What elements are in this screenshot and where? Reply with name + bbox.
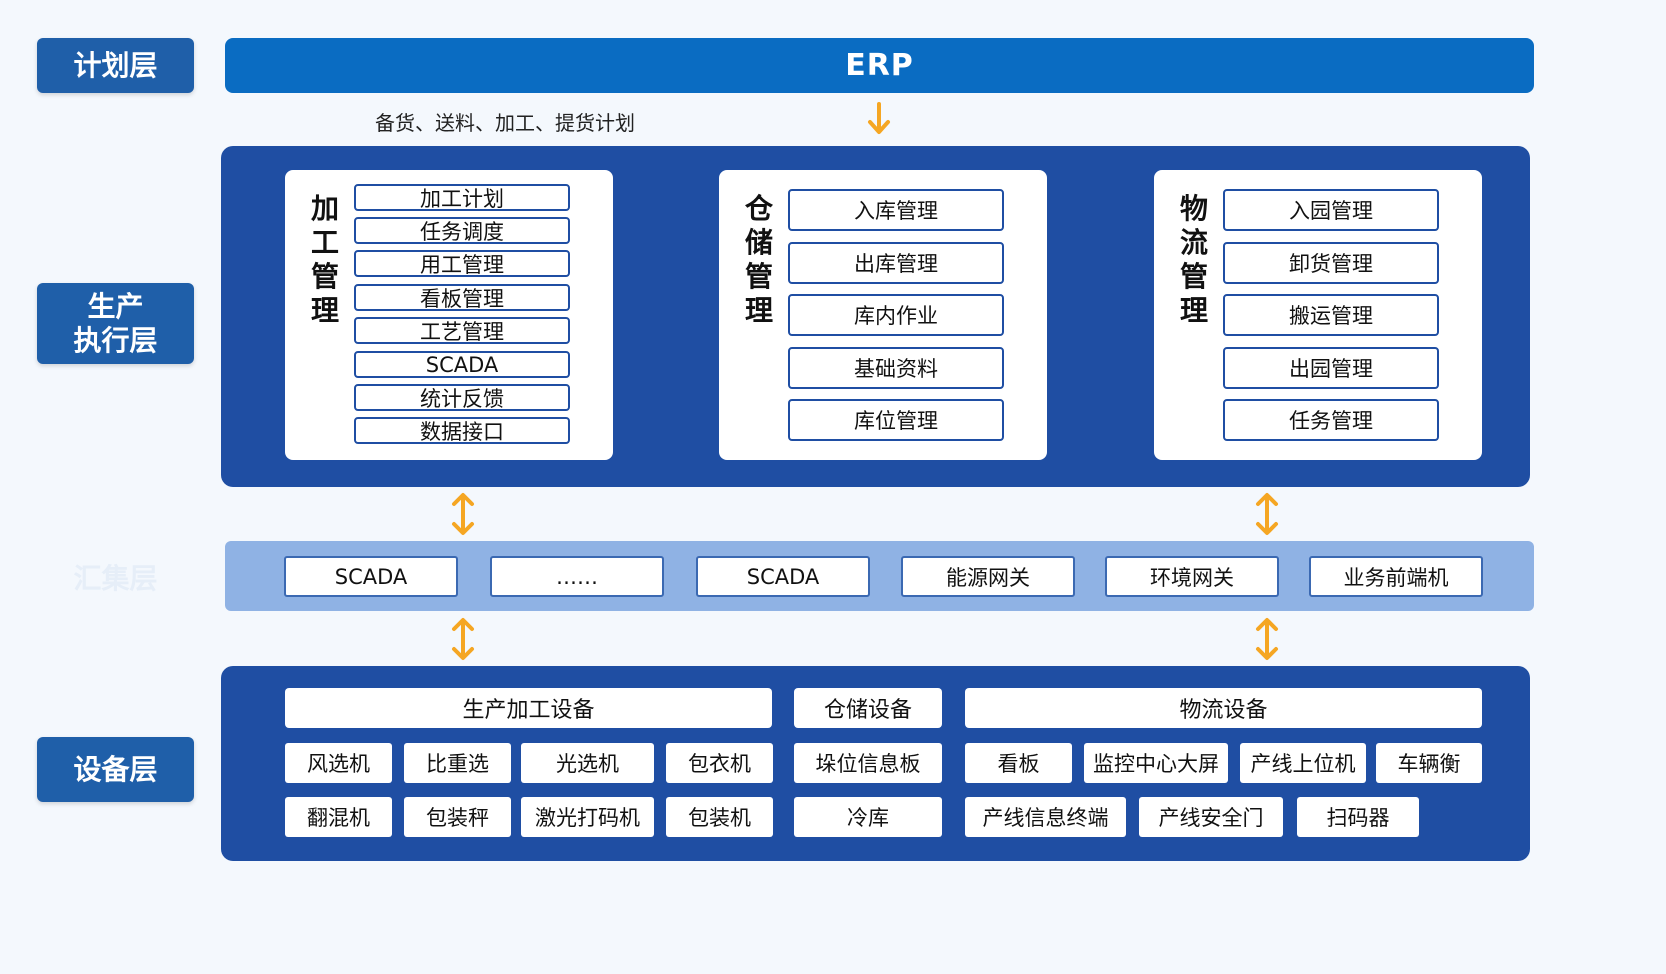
device-item[interactable]: 比重选 <box>404 743 511 783</box>
collect-item[interactable]: SCADA <box>284 556 458 597</box>
device-item[interactable]: 监控中心大屏 <box>1084 743 1228 783</box>
module-item[interactable]: 工艺管理 <box>354 317 570 344</box>
collect-item[interactable]: SCADA <box>696 556 870 597</box>
module-item[interactable]: SCADA <box>354 351 570 378</box>
module-title: 物流管理 <box>1179 192 1208 327</box>
arrow-down-icon <box>867 102 891 136</box>
module-item[interactable]: 入园管理 <box>1223 189 1439 231</box>
module-processing: 加工管理 加工计划 任务调度 用工管理 看板管理 工艺管理 SCADA 统计反馈… <box>285 170 613 460</box>
module-item[interactable]: 基础资料 <box>788 347 1004 389</box>
device-item[interactable]: 包衣机 <box>666 743 773 783</box>
collect-panel: SCADA …… SCADA 能源网关 环境网关 业务前端机 <box>225 541 1534 611</box>
device-item[interactable]: 产线安全门 <box>1139 797 1283 837</box>
module-item[interactable]: 库内作业 <box>788 294 1004 336</box>
module-item[interactable]: 用工管理 <box>354 250 570 277</box>
device-layer-label: 设备层 <box>37 737 194 802</box>
plan-note: 备货、送料、加工、提货计划 <box>375 111 635 135</box>
device-item[interactable]: 光选机 <box>521 743 654 783</box>
erp-bar: ERP <box>225 38 1534 93</box>
module-item[interactable]: 数据接口 <box>354 417 570 444</box>
collect-item[interactable]: 环境网关 <box>1105 556 1279 597</box>
device-item[interactable]: 车辆衡 <box>1376 743 1482 783</box>
device-group-header: 生产加工设备 <box>285 688 772 728</box>
device-group-header: 物流设备 <box>965 688 1482 728</box>
module-item[interactable]: 出园管理 <box>1223 347 1439 389</box>
module-title: 加工管理 <box>310 192 339 327</box>
device-item[interactable]: 包装机 <box>666 797 773 837</box>
module-item[interactable]: 统计反馈 <box>354 384 570 411</box>
exec-layer-label: 生产 执行层 <box>37 283 194 364</box>
device-item[interactable]: 产线信息终端 <box>965 797 1126 837</box>
device-item[interactable]: 激光打码机 <box>521 797 654 837</box>
collect-item[interactable]: 业务前端机 <box>1309 556 1483 597</box>
device-group-header: 仓储设备 <box>794 688 942 728</box>
plan-layer-label: 计划层 <box>37 38 194 93</box>
module-title: 仓储管理 <box>744 192 773 327</box>
module-item[interactable]: 任务调度 <box>354 217 570 244</box>
collect-item[interactable]: 能源网关 <box>901 556 1075 597</box>
device-item[interactable]: 看板 <box>965 743 1072 783</box>
double-arrow-icon <box>450 617 476 661</box>
device-item[interactable]: 产线上位机 <box>1240 743 1366 783</box>
device-item[interactable]: 扫码器 <box>1297 797 1419 837</box>
module-logistics: 物流管理 入园管理 卸货管理 搬运管理 出园管理 任务管理 <box>1154 170 1482 460</box>
device-item[interactable]: 包装秤 <box>404 797 511 837</box>
module-item[interactable]: 库位管理 <box>788 399 1004 441</box>
module-item[interactable]: 出库管理 <box>788 242 1004 284</box>
exec-panel: 加工管理 加工计划 任务调度 用工管理 看板管理 工艺管理 SCADA 统计反馈… <box>221 146 1530 487</box>
double-arrow-icon <box>450 492 476 536</box>
collect-layer-label: 汇集层 <box>73 561 158 595</box>
module-warehouse: 仓储管理 入库管理 出库管理 库内作业 基础资料 库位管理 <box>719 170 1047 460</box>
device-item[interactable]: 翻混机 <box>285 797 392 837</box>
collect-item[interactable]: …… <box>490 556 664 597</box>
module-item[interactable]: 看板管理 <box>354 284 570 311</box>
module-item[interactable]: 任务管理 <box>1223 399 1439 441</box>
device-item[interactable]: 冷库 <box>794 797 942 837</box>
module-item[interactable]: 搬运管理 <box>1223 294 1439 336</box>
module-item[interactable]: 入库管理 <box>788 189 1004 231</box>
double-arrow-icon <box>1254 492 1280 536</box>
device-item[interactable]: 垛位信息板 <box>794 743 942 783</box>
device-panel: 生产加工设备 仓储设备 物流设备 风选机 比重选 光选机 包衣机 垛位信息板 看… <box>221 666 1530 861</box>
module-item[interactable]: 卸货管理 <box>1223 242 1439 284</box>
module-item[interactable]: 加工计划 <box>354 184 570 211</box>
double-arrow-icon <box>1254 617 1280 661</box>
device-item[interactable]: 风选机 <box>285 743 392 783</box>
